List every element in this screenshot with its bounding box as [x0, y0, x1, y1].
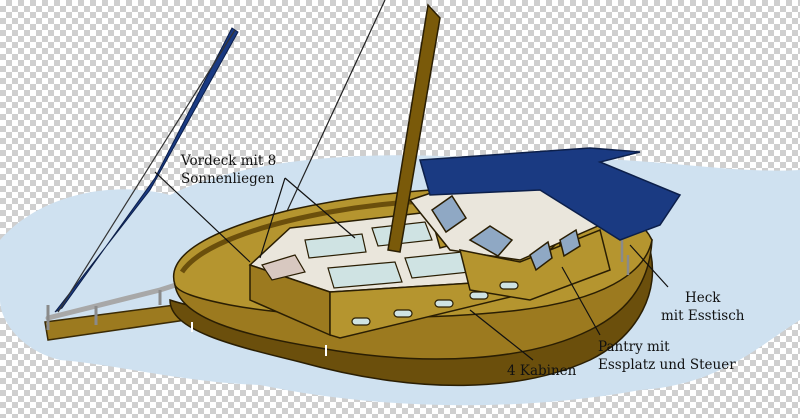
label-vordeck: Vordeck mit 8 Sonnenliegen [181, 152, 276, 188]
fore-hatch [261, 254, 306, 281]
leader-lines [154, 171, 669, 361]
label-kabinen: 4 Kabinen [507, 362, 576, 380]
label-pantry-line1: Pantry mit [598, 339, 670, 355]
mast [387, 3, 441, 253]
bow-rail-posts [46, 290, 162, 330]
portholes [351, 281, 519, 326]
hull-posts [191, 322, 327, 356]
label-heck-line2: mit Esstisch [661, 308, 745, 324]
label-kabinen-text: 4 Kabinen [507, 363, 577, 379]
stern-rail-posts [620, 240, 630, 275]
label-heck: Heck mit Esstisch [661, 289, 744, 325]
label-vordeck-line1: Vordeck mit 8 [181, 153, 277, 169]
label-heck-line1: Heck [684, 290, 721, 306]
label-pantry-line2: Essplatz und Steuer [598, 357, 736, 373]
sunbed-hatches [304, 221, 471, 289]
forestay-line [57, 29, 236, 313]
jib-sail [54, 27, 239, 313]
label-pantry: Pantry mit Essplatz und Steuer [598, 338, 736, 374]
deckhouse-windows [430, 194, 581, 272]
label-vordeck-line2: Sonnenliegen [181, 171, 275, 187]
aft-awning [419, 147, 682, 241]
